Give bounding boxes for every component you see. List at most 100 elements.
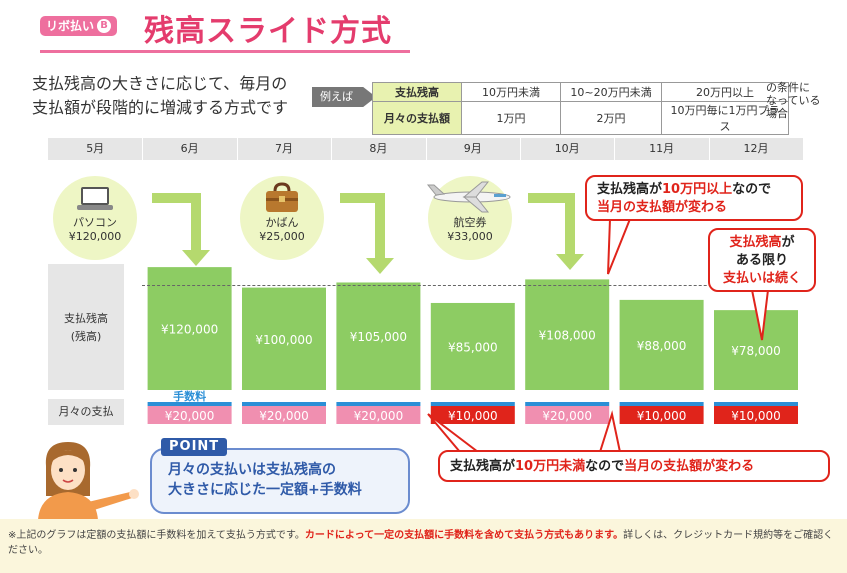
conditions-cell: 1万円 bbox=[461, 101, 561, 135]
badge-letter: B bbox=[97, 19, 112, 33]
point-text-line: 月々の支払いは bbox=[168, 462, 266, 478]
month-label: 9月 bbox=[463, 142, 482, 155]
description-line-2: 支払額が段階的に増減する方式です bbox=[32, 98, 289, 117]
threshold-line bbox=[142, 285, 802, 286]
conditions-note-line: なっている bbox=[766, 94, 821, 107]
month-label: 5月 bbox=[86, 142, 105, 155]
payment-bar bbox=[242, 406, 326, 424]
balance-label-line-1: 支払残高 bbox=[64, 312, 108, 325]
fee-bar bbox=[336, 402, 421, 406]
callout-continues: 支払残高が ある限り 支払いは続く bbox=[708, 228, 816, 292]
point-text-line: 支払残高の bbox=[266, 462, 336, 478]
month-label: 8月 bbox=[369, 142, 388, 155]
balance-bar-label: ¥120,000 bbox=[161, 323, 218, 337]
conditions-note-line: 場合 bbox=[766, 107, 788, 120]
purchase-arrowhead bbox=[366, 258, 394, 274]
balance-label-box bbox=[48, 264, 124, 390]
callout-emphasis: 当月の支払額が変わる bbox=[624, 459, 755, 474]
fee-bar bbox=[619, 402, 704, 406]
callout-text: 支払残高が bbox=[597, 182, 663, 197]
callout-under-100k: 支払残高が10万円未満なので当月の支払額が変わる bbox=[438, 450, 830, 482]
payment-bar-label: ¥20,000 bbox=[542, 409, 592, 423]
conditions-cell: 10万円毎に1万円プラス bbox=[661, 101, 789, 135]
purchase-name: パソコン bbox=[73, 216, 117, 229]
callout-text: ある限り bbox=[735, 253, 788, 268]
conditions-cell: 10~20万円未満 bbox=[560, 82, 662, 102]
conditions-cell: 20万円以上 bbox=[661, 82, 789, 102]
purchase-circle-airplane bbox=[428, 176, 512, 260]
month-label: 7月 bbox=[274, 142, 293, 155]
month-label: 10月 bbox=[554, 142, 580, 155]
payment-bar bbox=[714, 406, 798, 424]
footnote-emphasis: カードによって一定の支払額に手数料を含めて支払う方式もあります。 bbox=[304, 530, 624, 541]
balance-label-line-2: (残高) bbox=[70, 330, 102, 343]
balance-bar bbox=[147, 267, 232, 390]
purchase-circle-bag bbox=[240, 176, 324, 260]
fee-bar bbox=[430, 402, 515, 406]
point-box bbox=[150, 448, 410, 514]
fee-bar bbox=[147, 402, 232, 406]
payment-bar bbox=[525, 406, 610, 424]
laptop-icon bbox=[77, 187, 113, 210]
conditions-note-line: の条件に bbox=[766, 81, 810, 94]
point-text-line: 大きさに応じた一定額+手数料 bbox=[168, 482, 362, 498]
fee-bar bbox=[525, 402, 610, 406]
fee-bar bbox=[242, 402, 326, 406]
bag-icon bbox=[266, 182, 298, 212]
footer-band bbox=[0, 519, 847, 573]
purchase-laptop: パソコン ¥120,000 bbox=[53, 216, 137, 244]
callout-3-pointer bbox=[427, 413, 481, 453]
balance-bar-label: ¥100,000 bbox=[255, 333, 312, 347]
point-tag: POINT bbox=[161, 438, 228, 456]
balance-axis-label: 支払残高 (残高) bbox=[48, 310, 124, 346]
purchase-name: かばん bbox=[265, 216, 299, 229]
conditions-cell: 2万円 bbox=[560, 101, 662, 135]
callout-emphasis: 10万円以上 bbox=[662, 182, 733, 197]
balance-bar bbox=[430, 302, 515, 390]
callout-2-pointer bbox=[750, 289, 770, 341]
callout-emphasis: 支払いは続く bbox=[722, 271, 801, 286]
payment-bar-label: ¥20,000 bbox=[165, 409, 215, 423]
payment-bar-label: ¥20,000 bbox=[259, 409, 309, 423]
payment-bar-label: ¥10,000 bbox=[448, 409, 498, 423]
badge-text: リボ払い bbox=[46, 19, 95, 33]
example-tag: 例えば bbox=[312, 87, 376, 107]
payment-bar-label: ¥10,000 bbox=[731, 409, 781, 423]
payment-axis-label: 月々の支払 bbox=[58, 405, 114, 418]
callout-text: 支払残高が bbox=[450, 459, 516, 474]
month-band bbox=[48, 138, 803, 160]
month-separator bbox=[520, 138, 521, 160]
callout-text: なので bbox=[732, 182, 772, 197]
payment-bar bbox=[619, 406, 704, 424]
callout-text: なので bbox=[585, 459, 625, 474]
conditions-row-payment: 月々の支払額 1万円 2万円 10万円毎に1万円プラス bbox=[372, 101, 789, 135]
balance-bar-label: ¥88,000 bbox=[637, 339, 687, 353]
purchase-price: ¥120,000 bbox=[68, 230, 122, 243]
balance-bar-label: ¥105,000 bbox=[350, 330, 407, 344]
fee-bar bbox=[714, 402, 798, 406]
description-line-1: 支払残高の大きさに応じて、毎月の bbox=[32, 74, 288, 93]
payment-bar-label: ¥20,000 bbox=[354, 409, 404, 423]
conditions-table: 支払残高 10万円未満 10~20万円未満 20万円以上 月々の支払額 1万円 … bbox=[372, 82, 789, 135]
fee-label: 手数料 bbox=[173, 389, 206, 403]
purchase-airplane: 航空券 ¥33,000 bbox=[428, 216, 512, 244]
point-text: 月々の支払いは支払残高の 大きさに応じた一定額+手数料 bbox=[168, 460, 398, 500]
balance-bar bbox=[619, 299, 704, 390]
payment-bar bbox=[336, 406, 421, 424]
balance-bar-label: ¥85,000 bbox=[448, 340, 498, 354]
purchase-arrowhead bbox=[182, 250, 210, 266]
balance-bar bbox=[714, 310, 798, 390]
callout-emphasis: 当月の支払額が変わる bbox=[597, 200, 728, 215]
month-label: 11月 bbox=[649, 142, 675, 155]
balance-bar-label: ¥108,000 bbox=[539, 329, 596, 343]
purchase-price: ¥33,000 bbox=[447, 230, 493, 243]
woman-pointing-illustration bbox=[38, 442, 139, 520]
page-title: 残高スライド方式 bbox=[144, 14, 392, 49]
title-badge: リボ払い B bbox=[40, 16, 118, 36]
callout-text: が bbox=[781, 235, 795, 250]
conditions-row-balance: 支払残高 10万円未満 10~20万円未満 20万円以上 bbox=[372, 82, 789, 102]
purchase-arrow bbox=[152, 193, 201, 254]
callout-3-pointer-b bbox=[598, 410, 622, 453]
conditions-cell: 10万円未満 bbox=[461, 82, 561, 102]
